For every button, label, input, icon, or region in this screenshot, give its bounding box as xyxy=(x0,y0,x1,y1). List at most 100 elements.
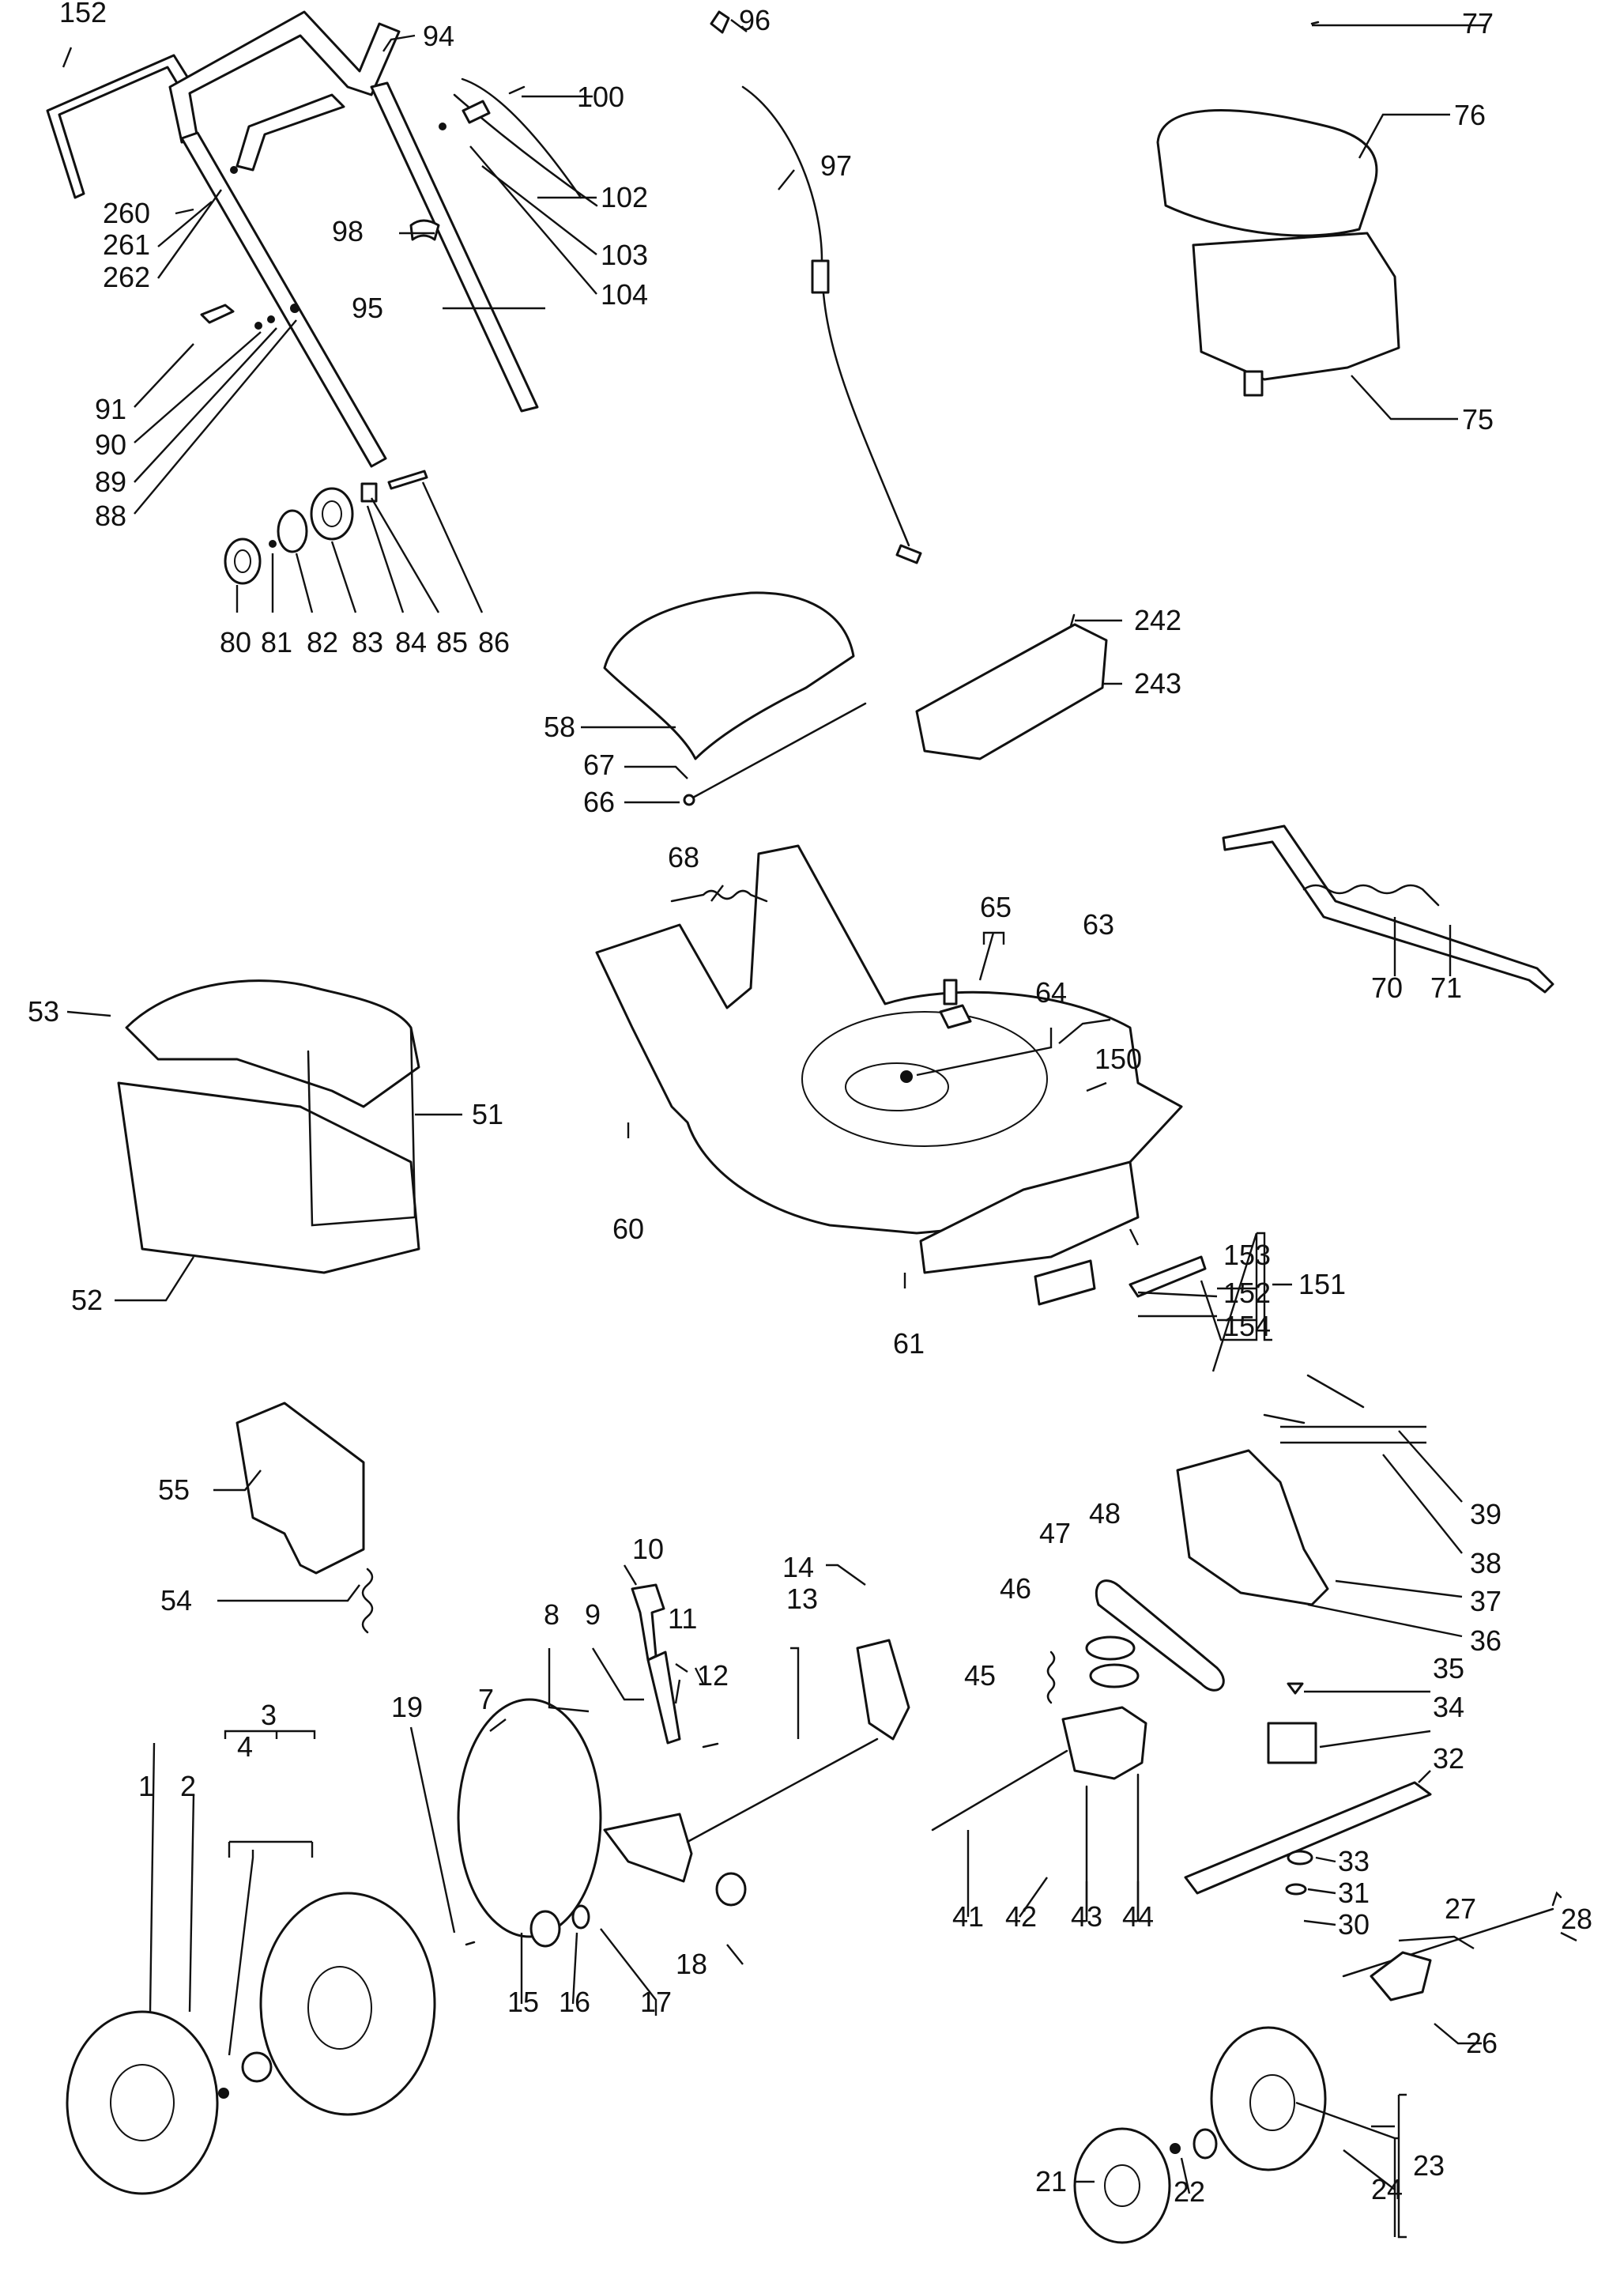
label-63: 63 xyxy=(1083,908,1114,941)
label-43: 43 xyxy=(1071,1900,1102,1933)
handle-assembly xyxy=(46,10,598,468)
rear-handle xyxy=(1222,824,1554,994)
label-242: 242 xyxy=(1134,604,1181,636)
label-76: 76 xyxy=(1454,99,1486,131)
label-16: 16 xyxy=(559,1986,590,2018)
part-handle-left-tube xyxy=(180,131,387,468)
drive-assembly xyxy=(931,1374,1432,1922)
label-35: 35 xyxy=(1433,1652,1464,1684)
label-65: 65 xyxy=(980,891,1012,923)
part-32-blade xyxy=(1184,1781,1432,1895)
label-44: 44 xyxy=(1122,1900,1154,1933)
label-38: 38 xyxy=(1470,1547,1502,1579)
label-70: 70 xyxy=(1371,971,1403,1004)
part-7-wheel-rim xyxy=(457,1698,602,1938)
label-84: 84 xyxy=(395,626,427,658)
leader-lines xyxy=(62,19,1577,2239)
label-37: 37 xyxy=(1470,1585,1502,1617)
label-23: 23 xyxy=(1413,2149,1445,2182)
label-54: 54 xyxy=(160,1584,192,1617)
part-94-upper-handle xyxy=(168,10,401,144)
label-27: 27 xyxy=(1445,1892,1476,1925)
part-number-labels: 152 94 96 77 100 76 97 102 260 261 103 9… xyxy=(28,0,1592,2208)
label-14: 14 xyxy=(782,1551,814,1583)
label-11: 11 xyxy=(668,1602,697,1635)
label-58: 58 xyxy=(544,711,575,743)
label-66: 66 xyxy=(583,786,615,818)
label-100: 100 xyxy=(577,81,624,113)
label-67: 67 xyxy=(583,749,615,781)
engine xyxy=(1156,21,1400,397)
part-3-wheel xyxy=(259,1892,436,2116)
label-15: 15 xyxy=(507,1986,539,2018)
label-12: 12 xyxy=(697,1659,729,1692)
label-90: 90 xyxy=(95,428,126,461)
label-2: 2 xyxy=(180,1770,196,1802)
part-58-rear-flap xyxy=(603,591,855,760)
label-24: 24 xyxy=(1371,2173,1403,2205)
mulch-plug xyxy=(235,1402,374,1634)
throttle-cable xyxy=(710,10,922,564)
label-71: 71 xyxy=(1430,971,1462,1004)
label-10: 10 xyxy=(632,1533,664,1565)
rear-wheel-assembly xyxy=(1073,1891,1562,2244)
label-48: 48 xyxy=(1089,1497,1121,1530)
part-gearbox xyxy=(1061,1706,1147,1780)
label-53: 53 xyxy=(28,995,59,1028)
label-46: 46 xyxy=(1000,1572,1031,1605)
label-262: 262 xyxy=(103,261,150,293)
part-76-engine-cover xyxy=(1156,109,1378,237)
label-64: 64 xyxy=(1035,976,1067,1009)
label-68: 68 xyxy=(668,841,699,873)
label-102: 102 xyxy=(601,181,648,213)
label-104: 104 xyxy=(601,278,648,311)
label-17: 17 xyxy=(640,1986,672,2018)
label-7: 7 xyxy=(478,1683,494,1715)
label-8: 8 xyxy=(544,1598,560,1631)
label-28: 28 xyxy=(1561,1903,1592,1935)
label-3: 3 xyxy=(261,1699,277,1731)
label-21: 21 xyxy=(1035,2165,1067,2198)
label-80: 80 xyxy=(220,626,251,658)
label-97: 97 xyxy=(820,149,852,182)
label-83: 83 xyxy=(352,626,383,658)
front-wheel xyxy=(66,1892,436,2195)
label-42: 42 xyxy=(1005,1900,1037,1933)
part-1-hub-cap xyxy=(66,2010,219,2195)
label-60: 60 xyxy=(612,1213,644,1245)
label-94: 94 xyxy=(423,20,454,52)
label-41: 41 xyxy=(952,1900,984,1933)
label-98: 98 xyxy=(332,215,364,247)
label-36: 36 xyxy=(1470,1624,1502,1657)
grass-catcher xyxy=(117,979,420,1274)
label-34: 34 xyxy=(1433,1691,1464,1723)
part-75-engine-block xyxy=(1192,232,1400,381)
part-21-rear-hub-cap xyxy=(1073,2127,1171,2244)
front-axle-assembly xyxy=(457,1583,910,1948)
label-22: 22 xyxy=(1174,2175,1205,2208)
label-77: 77 xyxy=(1462,7,1494,40)
label-51: 51 xyxy=(472,1098,503,1130)
label-152: 152 xyxy=(1223,1277,1271,1309)
part-53-catcher-top xyxy=(125,979,420,1108)
label-61: 61 xyxy=(893,1327,925,1360)
label-45: 45 xyxy=(964,1659,996,1692)
label-39: 39 xyxy=(1470,1498,1502,1530)
part-68-spring xyxy=(670,889,768,903)
label-103: 103 xyxy=(601,239,648,271)
part-51-catcher-frame xyxy=(307,1026,416,1227)
label-13: 13 xyxy=(786,1583,818,1615)
label-260: 260 xyxy=(103,197,150,229)
label-82: 82 xyxy=(307,626,338,658)
label-1: 1 xyxy=(138,1770,154,1802)
label-151: 151 xyxy=(1298,1268,1346,1300)
part-48-belt xyxy=(1095,1579,1225,1692)
label-19: 19 xyxy=(391,1691,423,1723)
part-deck-housing xyxy=(595,844,1183,1235)
part-52-catcher-bag xyxy=(117,1081,420,1274)
label-150: 150 xyxy=(1095,1043,1142,1075)
label-18: 18 xyxy=(676,1948,707,1980)
part-10-lever xyxy=(631,1583,665,1662)
label-31: 31 xyxy=(1338,1877,1370,1909)
